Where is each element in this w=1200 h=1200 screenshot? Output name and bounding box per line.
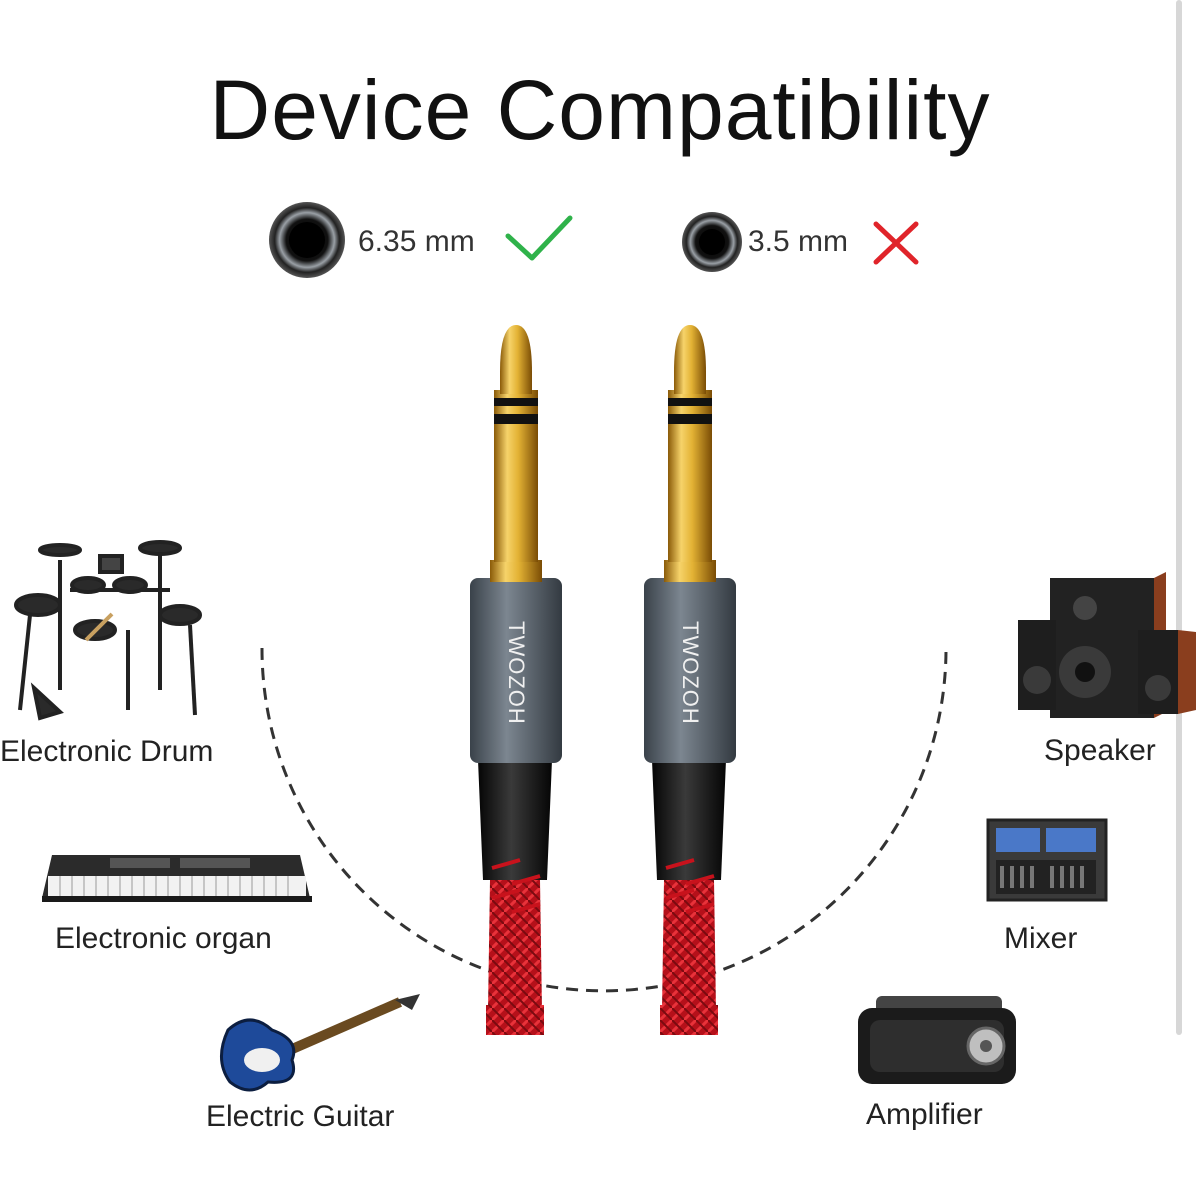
keyboard-icon [42, 855, 312, 902]
amplifier-icon [858, 996, 1016, 1084]
device-label-speaker: Speaker [1044, 734, 1156, 767]
device-label-electronic-drum: Electronic Drum [0, 735, 214, 768]
brand-label-left: TWOZOH [504, 621, 529, 725]
drum-kit-icon [14, 540, 202, 721]
scrollbar[interactable] [1176, 0, 1182, 1035]
device-label-mixer: Mixer [1004, 922, 1078, 955]
mixer-icon [986, 818, 1108, 902]
dashed-arc [260, 647, 948, 993]
check-icon [505, 215, 573, 261]
speaker-icon [1018, 572, 1196, 718]
guitar-icon [220, 994, 420, 1092]
size-3-5-label: 3.5 mm [748, 225, 849, 258]
plug-right [644, 325, 736, 1035]
device-label-amplifier: Amplifier [866, 1098, 983, 1131]
brand-label-right: TWOZOH [678, 621, 703, 725]
device-label-electric-guitar: Electric Guitar [206, 1100, 395, 1133]
size-6-35-label: 6.35 mm [358, 225, 475, 258]
device-label-electronic-organ: Electronic organ [55, 922, 272, 955]
cross-icon [873, 221, 919, 265]
page-title: Device Compatibility [209, 63, 991, 157]
plug-left [470, 325, 562, 1035]
